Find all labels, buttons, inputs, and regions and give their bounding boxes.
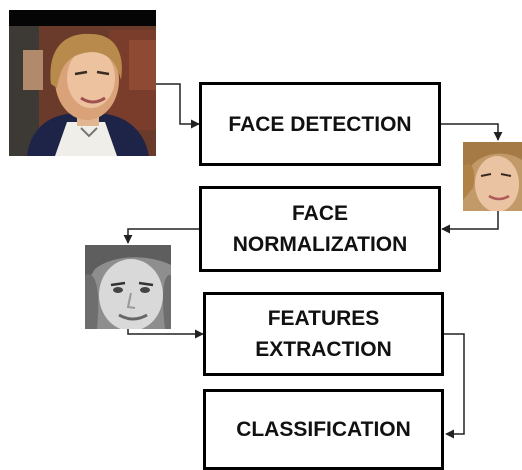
classification-label: CLASSIFICATION <box>236 418 411 441</box>
features-extraction-label-line-2: EXTRACTION <box>255 338 392 361</box>
face-detection-box: FACE DETECTION <box>199 82 441 166</box>
features-extraction-label-line-1: FEATURES <box>267 307 380 330</box>
face-normalization-label-line-1: FACE <box>291 202 348 225</box>
face-detection-label: FACE DETECTION <box>228 112 412 136</box>
normalized-face-image <box>85 245 171 329</box>
arrow-gray-face-to-extraction <box>127 329 204 339</box>
arrow-detection-to-face-crop <box>441 123 503 141</box>
arrow-face-crop-to-normalization <box>441 211 499 234</box>
detected-face-image <box>463 142 522 211</box>
face-normalization-box: FACE NORMALIZATION <box>199 186 441 272</box>
features-extraction-box: FEATURES EXTRACTION <box>203 292 444 376</box>
arrow-extraction-to-classification <box>443 333 465 439</box>
arrow-photo-to-detection <box>156 83 200 129</box>
classification-box: CLASSIFICATION <box>203 389 444 470</box>
input-photo-image <box>9 10 156 156</box>
face-normalization-label-line-2: NORMALIZATION <box>232 233 408 256</box>
arrow-normalization-to-gray-face <box>123 228 199 244</box>
